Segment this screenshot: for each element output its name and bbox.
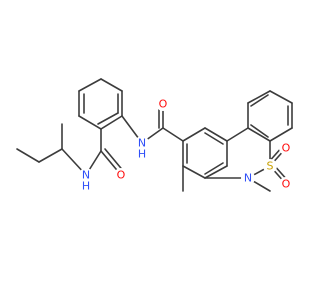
bond-ph2-4 <box>247 90 271 104</box>
bond-secbutyl-chain <box>38 148 63 163</box>
bond-ph1-6 <box>100 115 123 130</box>
atom-symbol: O <box>282 142 291 155</box>
atom-symbol: N <box>244 172 252 185</box>
bond-mid-2 <box>204 127 228 142</box>
bond-mid-1 <box>182 127 206 142</box>
bond-biaryl <box>226 127 249 142</box>
bond-ph1-inner-c <box>97 112 119 125</box>
atom-symbol: O <box>282 178 291 191</box>
bond-mid-4 <box>204 165 228 179</box>
atom-hydrogen: H <box>138 148 146 161</box>
atom-symbol: O <box>117 169 126 182</box>
bond-ph2-inner-b <box>250 94 269 107</box>
atom-symbol: O <box>159 98 168 111</box>
atom-symbol: N <box>138 137 146 150</box>
atom-o-sulfonyl2: O <box>279 141 293 155</box>
bond-mid-5 <box>182 165 206 179</box>
atom-label-background <box>263 159 277 173</box>
atom-label-background <box>135 136 149 150</box>
atom-n-amide2: NH <box>135 136 149 161</box>
atom-o-sulfonyl1: O <box>279 177 293 191</box>
atom-o-amide2: O <box>156 97 170 111</box>
atom-label-background <box>241 171 255 185</box>
bond-mid-inner-b <box>204 162 224 175</box>
atom-n-ring: N <box>241 171 255 185</box>
bond-ph1-2 <box>100 78 123 92</box>
atom-label-background <box>279 141 293 155</box>
bond-ph1-5 <box>78 115 102 130</box>
atom-o-amide1: O <box>114 168 128 182</box>
bond-ph2-inner-c <box>250 124 269 138</box>
bond-ph2-6 <box>247 127 271 142</box>
atom-label-background <box>279 177 293 191</box>
atom-n-amide1: NH <box>79 168 93 193</box>
bond-ph2-1 <box>269 127 293 142</box>
atom-hydrogen: H <box>82 180 90 193</box>
atom-label-background <box>79 168 93 182</box>
bond-ph1-3 <box>78 78 102 92</box>
atom-symbol: S <box>267 160 274 173</box>
atom-symbol: N <box>82 169 90 182</box>
bond-ethyl <box>16 148 40 163</box>
bond-mid-inner-a <box>204 132 224 145</box>
atom-label-background <box>156 97 170 111</box>
bond-carbonyl2-ring <box>162 127 184 142</box>
atom-label-background <box>114 168 128 182</box>
atom-s-ring: S <box>263 159 277 173</box>
bond-ph2-3 <box>269 90 293 104</box>
